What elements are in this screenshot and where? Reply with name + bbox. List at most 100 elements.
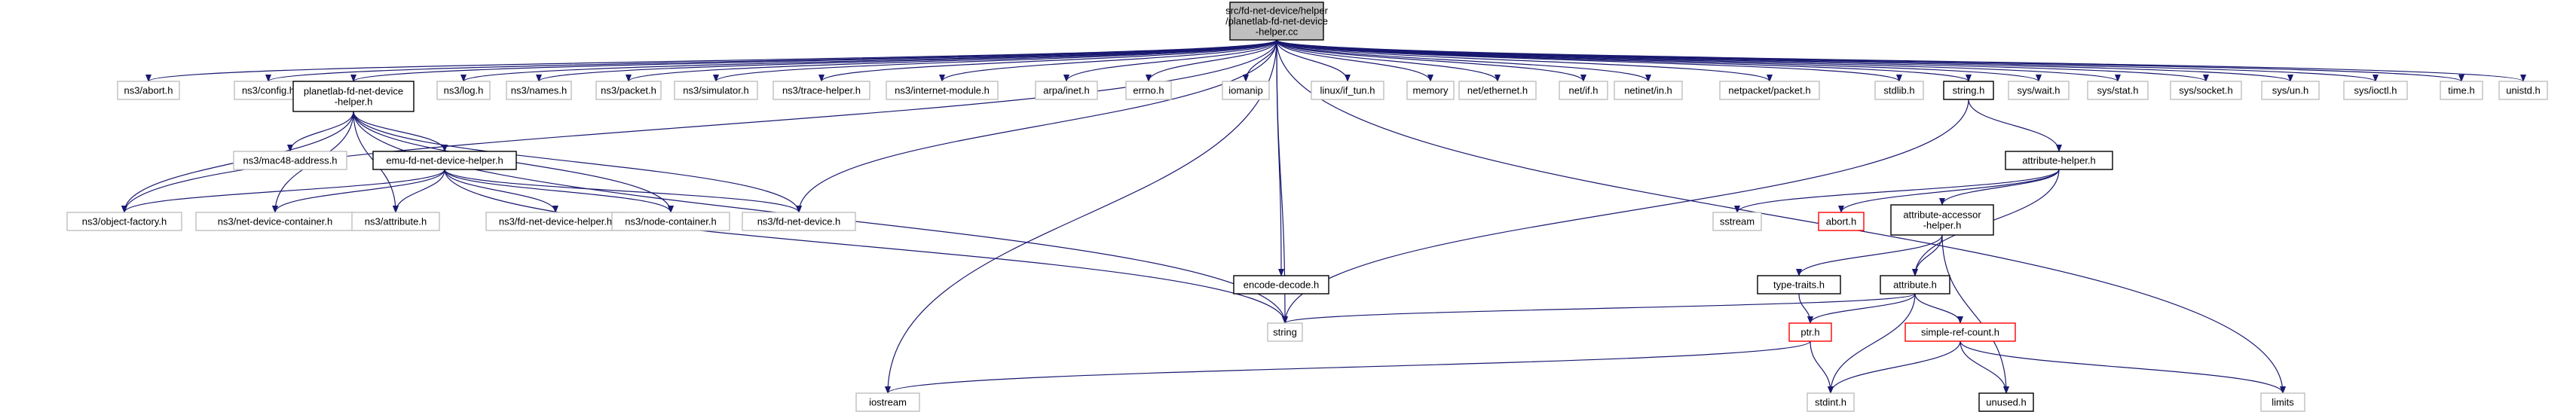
- node-box-object_factory: [66, 212, 182, 231]
- node-attribute_h[interactable]: attribute.h: [1880, 275, 1950, 295]
- node-encode_decode[interactable]: encode-decode.h: [1233, 275, 1329, 295]
- node-label-root: /planetlab-fd-net-device: [1225, 16, 1328, 27]
- node-label-planetlab_h: -helper.h: [335, 96, 373, 108]
- node-label-abort_ns3: ns3/abort.h: [124, 85, 173, 96]
- node-sys_stat: sys/stat.h: [2087, 81, 2149, 100]
- node-box-netpacket: [1719, 81, 1820, 100]
- node-abort_h[interactable]: abort.h: [1818, 212, 1865, 231]
- edge-root-to-string: [1276, 39, 1288, 324]
- node-label-attr_accessor: attribute-accessor: [1903, 209, 1981, 221]
- node-box-ptr_h: [1788, 322, 1832, 342]
- node-string_h[interactable]: string.h: [1943, 81, 1994, 100]
- node-root[interactable]: src/fd-net-device/helper/planetlab-fd-ne…: [1225, 2, 1329, 41]
- node-box-sys_un: [2261, 81, 2320, 100]
- edge-attribute_helper-to-attr_accessor: [1939, 169, 2060, 206]
- node-trace_helper: ns3/trace-helper.h: [772, 81, 870, 100]
- node-attribute_ns3: ns3/attribute.h: [351, 212, 440, 231]
- node-box-packet: [595, 81, 662, 100]
- edge-ptr_h-to-iostream: [885, 340, 1811, 394]
- node-emu_h[interactable]: emu-fd-net-device-helper.h: [372, 151, 517, 170]
- node-label-sys_stat: sys/stat.h: [2097, 85, 2139, 96]
- node-box-iostream: [855, 392, 920, 412]
- edge-type_traits-to-ptr_h: [1798, 293, 1813, 324]
- node-netpacket: netpacket/packet.h: [1719, 81, 1820, 100]
- node-node_container: ns3/node-container.h: [611, 212, 730, 231]
- edge-root-to-encode_decode: [1276, 39, 1284, 276]
- node-box-sys_stat: [2087, 81, 2149, 100]
- node-net_device_container: ns3/net-device-container.h: [195, 212, 355, 231]
- node-box-unused: [1978, 392, 2034, 412]
- node-label-names: ns3/names.h: [511, 85, 567, 96]
- node-box-abort_h: [1818, 212, 1865, 231]
- node-unused[interactable]: unused.h: [1978, 392, 2034, 412]
- node-box-simple_ref: [1904, 322, 2016, 342]
- edge-attribute_helper-to-abort_h: [1838, 169, 2060, 213]
- node-label-trace_helper: ns3/trace-helper.h: [782, 85, 861, 96]
- node-box-memory: [1406, 81, 1455, 100]
- node-planetlab_h[interactable]: planetlab-fd-net-device-helper.h: [292, 81, 415, 112]
- node-type_traits[interactable]: type-traits.h: [1757, 275, 1841, 295]
- node-errno: errno.h: [1125, 81, 1172, 100]
- node-box-iomanip: [1222, 81, 1270, 100]
- node-box-planetlab_h: [292, 81, 415, 112]
- node-label-net_device_container: ns3/net-device-container.h: [218, 216, 332, 227]
- node-label-internet_module: ns3/internet-module.h: [895, 85, 990, 96]
- edge-root-to-iostream: [885, 39, 1277, 394]
- edge-root-to-if_tun: [1276, 39, 1351, 82]
- node-simple_ref[interactable]: simple-ref-count.h: [1904, 322, 2016, 342]
- node-box-attribute_h: [1880, 275, 1950, 295]
- edge-root-to-sys_socket: [1276, 39, 2209, 82]
- edge-ptr_h-to-stdint: [1810, 340, 1834, 394]
- node-label-memory: memory: [1413, 85, 1449, 96]
- node-label-stdlib: stdlib.h: [1883, 85, 1914, 96]
- node-ptr_h[interactable]: ptr.h: [1788, 322, 1832, 342]
- edge-root-to-internet_module: [939, 39, 1277, 82]
- node-label-config: ns3/config.h: [242, 85, 295, 96]
- node-box-attribute_ns3: [351, 212, 440, 231]
- node-box-sys_socket: [2170, 81, 2242, 100]
- node-label-netpacket: netpacket/packet.h: [1728, 85, 1810, 96]
- node-label-stdint: stdint.h: [1815, 397, 1846, 408]
- node-ethernet: net/ethernet.h: [1458, 81, 1537, 100]
- edge-attribute_h-to-simple_ref: [1914, 293, 1963, 324]
- edge-emu_h-to-net_device_container: [272, 169, 445, 213]
- edge-root-to-simulator: [713, 39, 1277, 82]
- node-label-attr_accessor: -helper.h: [1923, 220, 1962, 231]
- node-fd_net_device: ns3/fd-net-device.h: [742, 212, 856, 231]
- node-stdint: stdint.h: [1807, 392, 1855, 412]
- edge-emu_h-to-node_container: [444, 169, 674, 213]
- node-box-limits: [2260, 392, 2305, 412]
- node-box-arpa_inet: [1035, 81, 1098, 100]
- node-label-limits: limits: [2272, 397, 2294, 408]
- node-attribute_helper[interactable]: attribute-helper.h: [2005, 151, 2113, 170]
- node-label-attribute_ns3: ns3/attribute.h: [365, 216, 427, 227]
- node-attr_accessor[interactable]: attribute-accessor-helper.h: [1890, 204, 1994, 236]
- edge-simple_ref-to-unused: [1960, 340, 2009, 394]
- node-label-object_factory: ns3/object-factory.h: [82, 216, 167, 227]
- node-label-type_traits: type-traits.h: [1773, 279, 1825, 291]
- node-box-emu_h: [372, 151, 517, 170]
- node-sys_socket: sys/socket.h: [2170, 81, 2242, 100]
- node-box-mac48: [233, 151, 347, 170]
- edge-emu_h-to-fd_net_device: [444, 169, 802, 213]
- node-label-sys_socket: sys/socket.h: [2179, 85, 2233, 96]
- node-label-attribute_h: attribute.h: [1893, 279, 1937, 291]
- edge-attribute_h-to-ptr_h: [1807, 293, 1916, 324]
- node-label-sys_wait: sys/wait.h: [2017, 85, 2060, 96]
- node-label-netinet_in: netinet/in.h: [1624, 85, 1672, 96]
- edge-root-to-config: [265, 39, 1277, 82]
- node-box-abort_ns3: [117, 81, 180, 100]
- edge-attribute_helper-to-sstream: [1734, 169, 2060, 213]
- edge-root-to-ethernet: [1276, 39, 1501, 82]
- node-sstream: sstream: [1712, 212, 1762, 231]
- node-box-trace_helper: [772, 81, 870, 100]
- node-label-iostream: iostream: [869, 397, 907, 408]
- node-box-log: [436, 81, 491, 100]
- node-box-names: [506, 81, 572, 100]
- node-string: string: [1267, 322, 1303, 342]
- edge-root-to-arpa_inet: [1063, 39, 1277, 82]
- node-box-sys_ioctl: [2343, 81, 2408, 100]
- node-box-attr_accessor: [1890, 204, 1994, 236]
- node-config: ns3/config.h: [234, 81, 303, 100]
